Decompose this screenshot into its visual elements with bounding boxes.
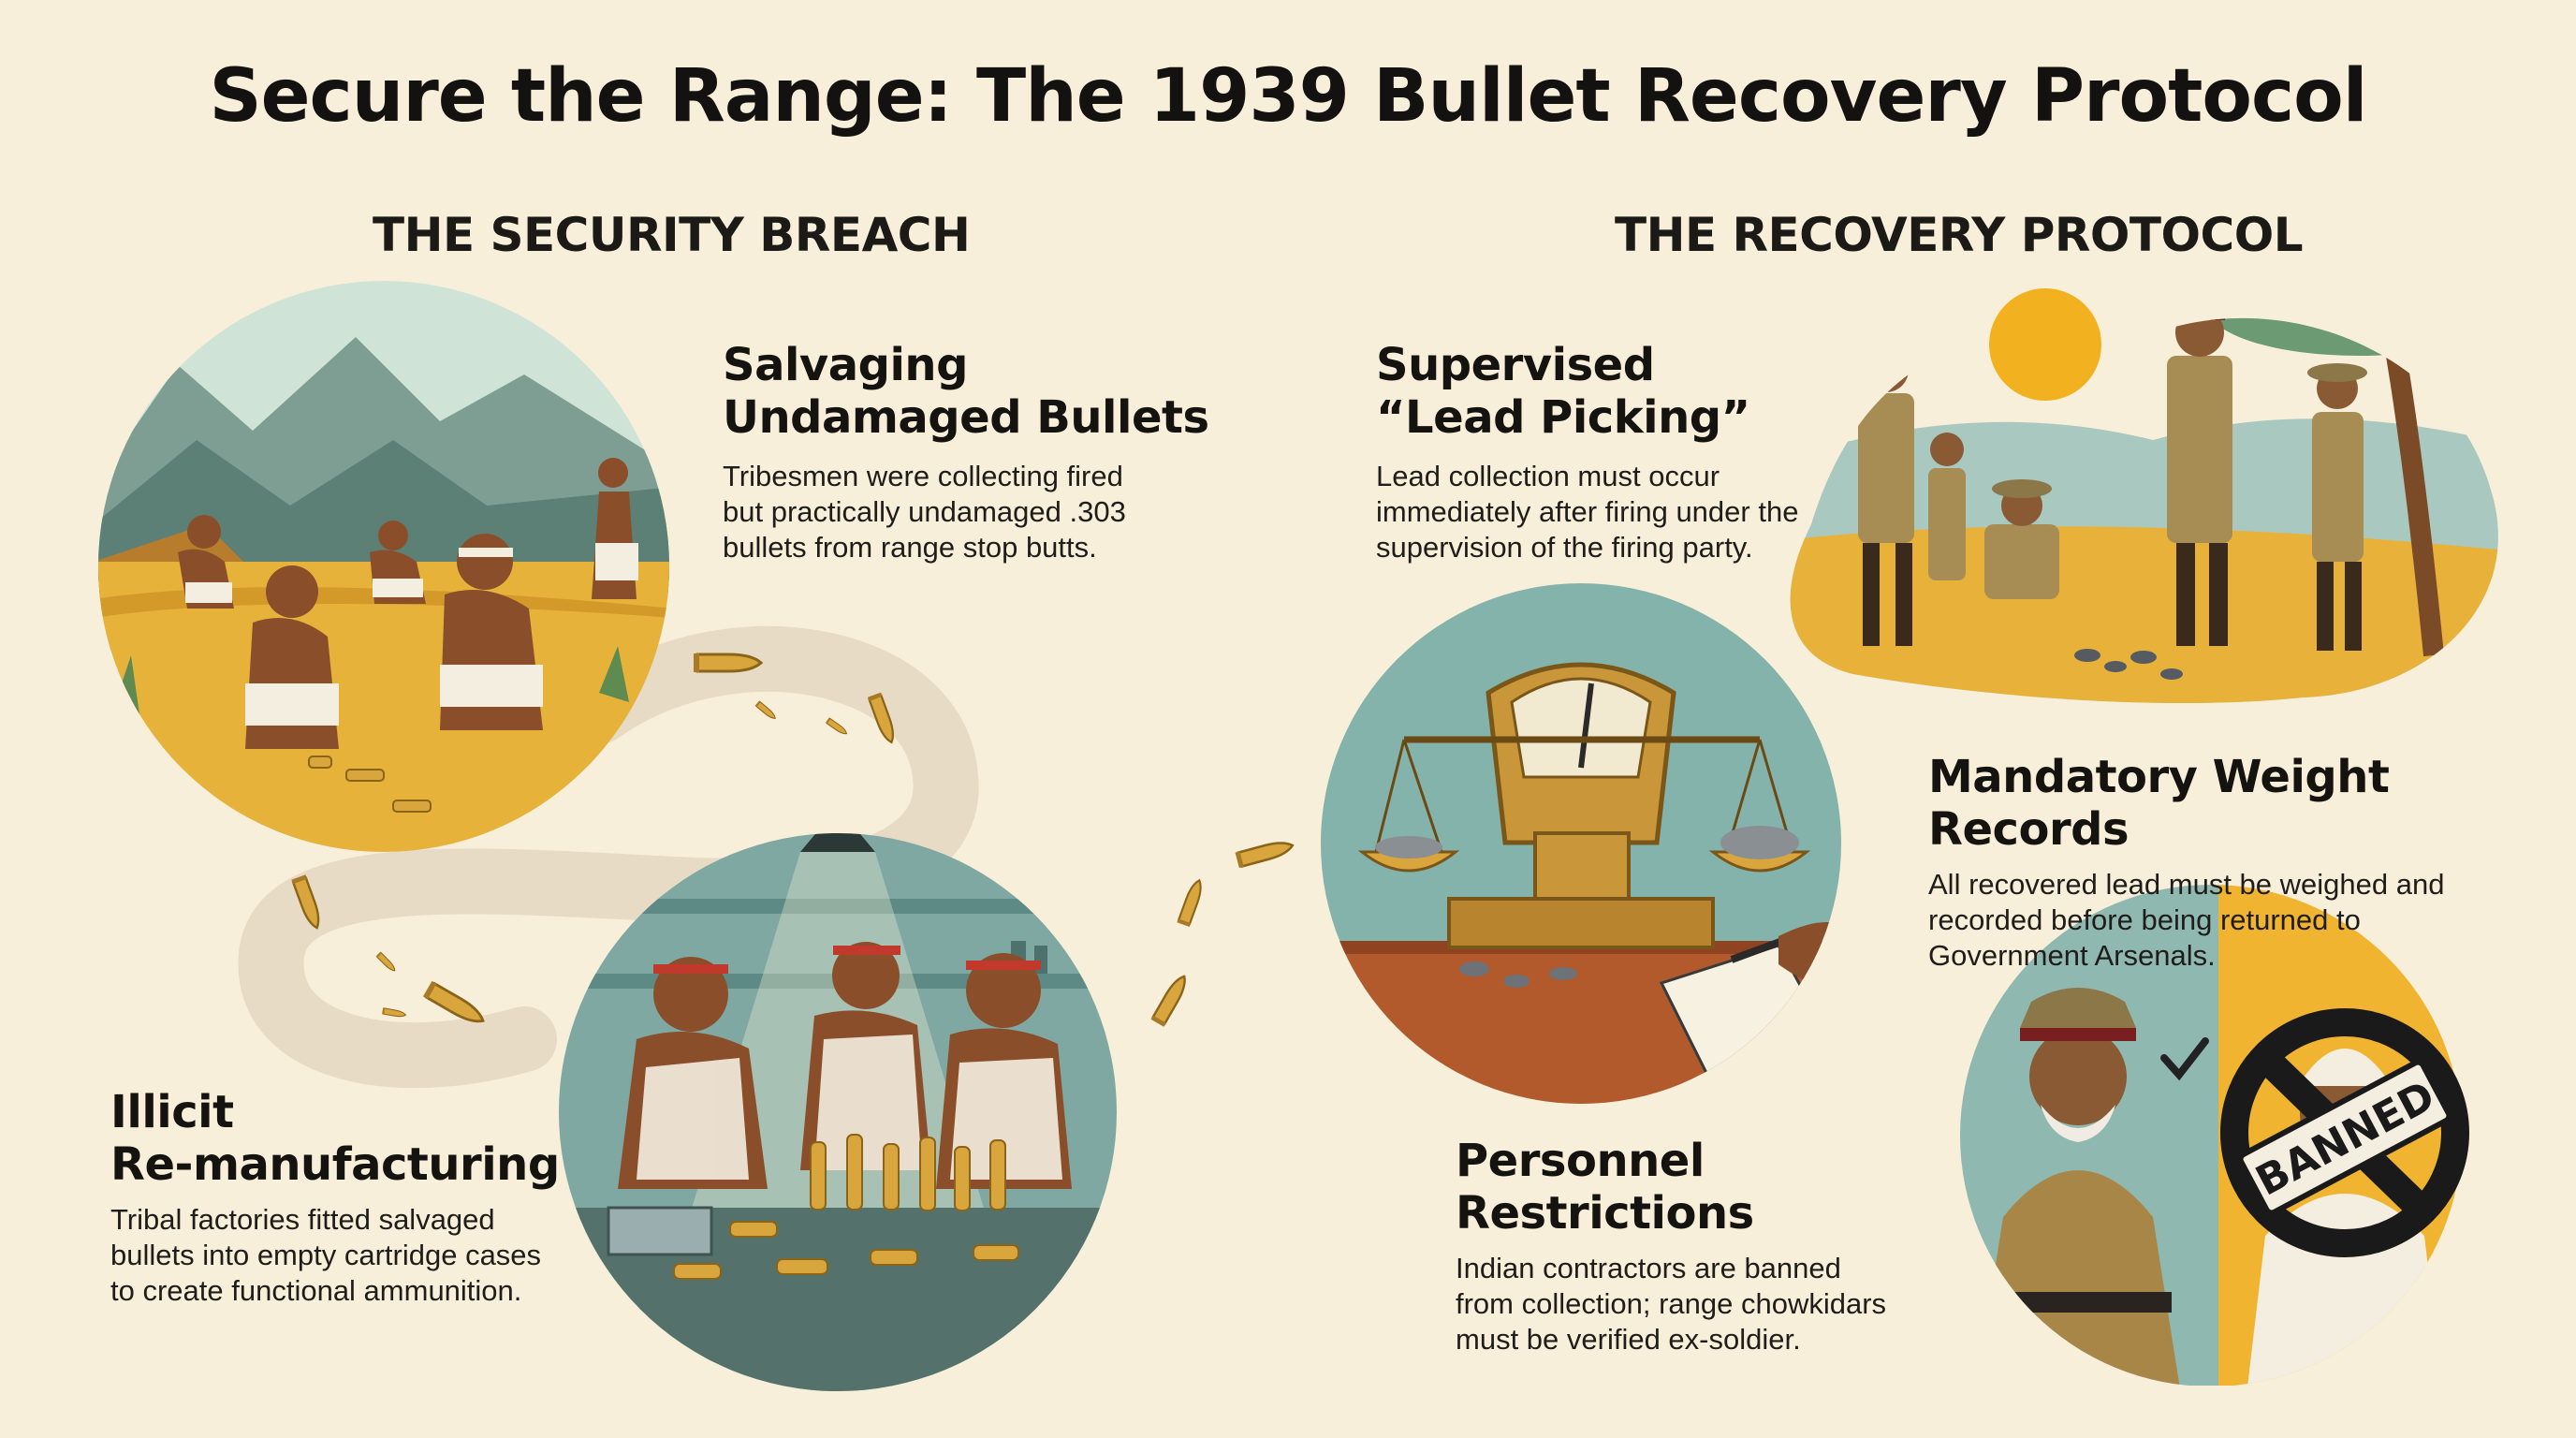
- illicit-heading-line1: Illicit: [110, 1086, 234, 1138]
- personnel-block: Personnel Restrictions Indian contractor…: [1456, 1135, 1961, 1357]
- salvaging-illustration: [98, 281, 669, 852]
- scale-illustration: [1321, 583, 1841, 1104]
- salvaging-body-line3: bullets from range stop butts.: [723, 531, 1097, 564]
- personnel-body-line1: Indian contractors are banned: [1456, 1252, 1841, 1284]
- lead-picking-body-line3: supervision of the firing party.: [1376, 531, 1753, 564]
- illicit-block: Illicit Re-manufacturing Tribal factorie…: [110, 1086, 560, 1309]
- illicit-heading-line2: Re-manufacturing: [110, 1138, 560, 1191]
- weight-body-line3: Government Arsenals.: [1928, 939, 2216, 972]
- salvaging-body-line1: Tribesmen were collecting fired: [723, 460, 1123, 492]
- soldiers-illustration: [1790, 317, 2498, 703]
- weight-heading: Mandatory Weight Records: [1928, 751, 2390, 856]
- section-title-breach: THE SECURITY BREACH: [373, 208, 971, 262]
- checkmark-icon: [2160, 1037, 2209, 1081]
- salvaging-body-line2: but practically undamaged .303: [723, 495, 1126, 528]
- lead-picking-body-line1: Lead collection must occur: [1376, 460, 1720, 492]
- scale-icon: [1357, 662, 1811, 949]
- lead-picking-block: Supervised “Lead Picking” Lead collectio…: [1376, 339, 1825, 565]
- page-title: Secure the Range: The 1939 Bullet Recove…: [209, 54, 2367, 139]
- lead-picking-heading-line2: “Lead Picking”: [1376, 391, 1750, 444]
- personnel-body-line2: from collection; range chowkidars: [1456, 1287, 1887, 1320]
- illicit-body-line1: Tribal factories fitted salvaged: [110, 1203, 495, 1236]
- salvaging-block: Salvaging Undamaged Bullets Tribesmen we…: [723, 339, 1209, 565]
- weight-block: Mandatory Weight Records All recovered l…: [1928, 751, 2537, 974]
- weight-body-line1: All recovered lead must be weighed and: [1928, 868, 2445, 901]
- personnel-heading: Personnel Restrictions: [1456, 1135, 1754, 1240]
- lead-picking-heading-line1: Supervised: [1376, 339, 1655, 391]
- salvaging-heading-line1: Salvaging: [723, 339, 968, 391]
- sun-icon: [1989, 288, 2101, 401]
- personnel-body-line3: must be verified ex-soldier.: [1456, 1323, 1801, 1356]
- weight-body-line2: recorded before being returned to: [1928, 903, 2361, 936]
- section-title-protocol: THE RECOVERY PROTOCOL: [1615, 208, 2304, 262]
- salvaging-heading-line2: Undamaged Bullets: [723, 391, 1209, 444]
- illicit-body-line2: bullets into empty cartridge cases: [110, 1239, 542, 1271]
- illicit-body-line3: to create functional ammunition.: [110, 1274, 522, 1307]
- lead-picking-body-line2: immediately after firing under the: [1376, 495, 1799, 528]
